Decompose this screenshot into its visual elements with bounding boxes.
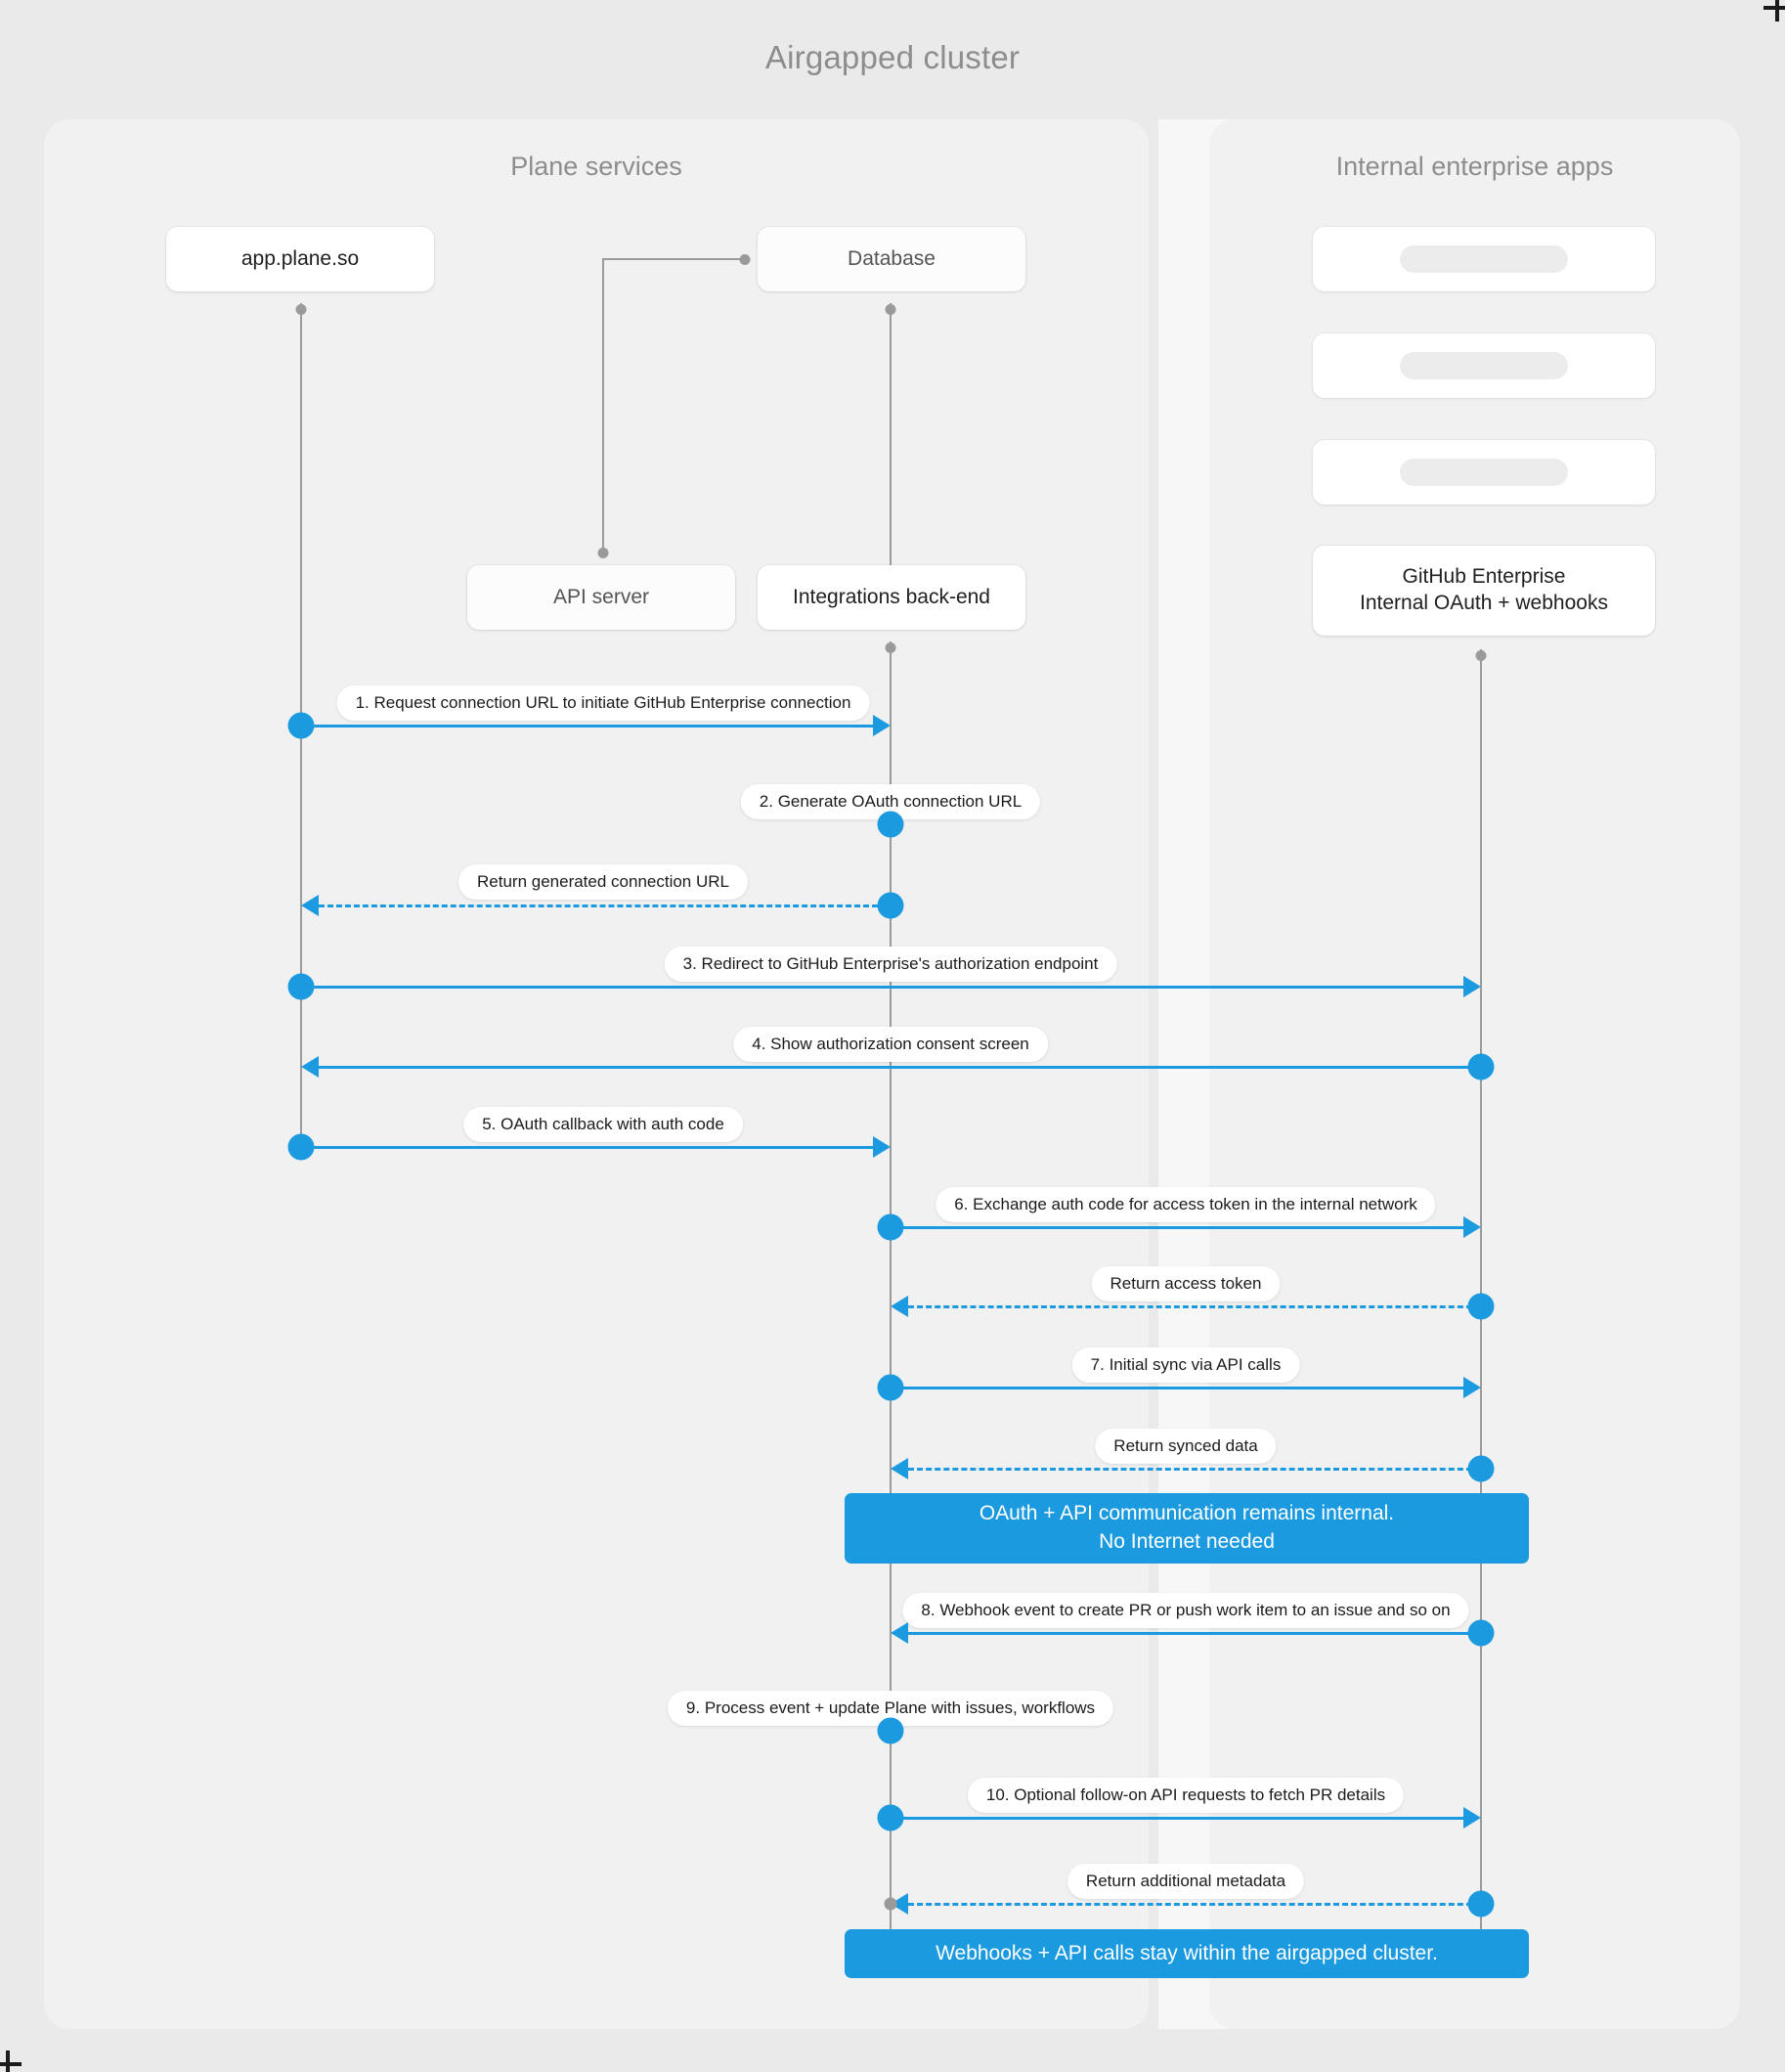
message-label-5: 4. Show authorization consent screen <box>733 1027 1048 1062</box>
node-app-plane-so[interactable]: app.plane.so <box>166 227 434 291</box>
lifeline-dot-api-server <box>597 548 609 558</box>
message-arrow-9 <box>1463 1377 1481 1398</box>
lifeline-dot-database <box>885 304 896 315</box>
message-label-1: 1. Request connection URL to initiate Gi… <box>336 685 870 721</box>
connector-database-to-api <box>602 258 604 553</box>
panel-plane-services: Plane services <box>44 119 1149 2029</box>
message-arrow-6 <box>873 1136 891 1158</box>
message-source-dot-3 <box>877 892 904 919</box>
message-arrow-13 <box>1463 1807 1481 1829</box>
message-label-10: Return synced data <box>1095 1429 1277 1464</box>
node-integrations-backend[interactable]: Integrations back-end <box>758 565 1025 630</box>
lifeline-dot-app-plane-so <box>295 304 307 315</box>
message-label-8: Return access token <box>1091 1266 1281 1301</box>
message-label-13: 10. Optional follow-on API requests to f… <box>967 1778 1405 1813</box>
node-github-enterprise[interactable]: GitHub Enterprise Internal OAuth + webho… <box>1313 546 1655 636</box>
node-api-server[interactable]: API server <box>467 565 735 630</box>
message-arrow-1 <box>873 715 891 736</box>
connector-database-top <box>602 258 742 260</box>
message-arrow-4 <box>1463 976 1481 997</box>
node-placeholder-app-2 <box>1313 333 1655 398</box>
note-oauth-internal-line1: OAuth + API communication remains intern… <box>979 1502 1395 1525</box>
crop-mark-bottom-left-h <box>0 2062 22 2066</box>
panel-plane-services-title: Plane services <box>510 152 682 181</box>
node-placeholder-app-1 <box>1313 227 1655 291</box>
message-arrow-5 <box>301 1056 319 1078</box>
message-arrow-3 <box>301 895 319 916</box>
node-database[interactable]: Database <box>758 227 1025 291</box>
message-line-5 <box>319 1066 1481 1069</box>
message-self-dot-12 <box>877 1717 904 1744</box>
note-webhooks-internal-line1: Webhooks + API calls stay within the air… <box>936 1941 1438 1964</box>
message-arrow-7 <box>1463 1216 1481 1238</box>
connector-arrow-database <box>739 254 751 265</box>
crop-mark-top-right-h <box>1763 6 1785 10</box>
message-arrow-10 <box>891 1458 908 1479</box>
lifeline-dot-integrations-backend <box>885 642 896 653</box>
message-line-3 <box>319 904 878 907</box>
message-line-6 <box>301 1146 873 1149</box>
message-line-9 <box>891 1387 1463 1389</box>
panel-internal-enterprise-apps-title: Internal enterprise apps <box>1335 152 1614 181</box>
message-label-9: 7. Initial sync via API calls <box>1071 1347 1300 1383</box>
message-label-14: Return additional metadata <box>1067 1864 1305 1899</box>
node-github-enterprise-line2: Internal OAuth + webhooks <box>1360 592 1608 614</box>
node-github-enterprise-line1: GitHub Enterprise <box>1402 565 1566 589</box>
node-placeholder-app-3 <box>1313 440 1655 505</box>
page-title: Airgapped cluster <box>764 39 1021 75</box>
message-label-11: 8. Webhook event to create PR or push wo… <box>902 1593 1469 1628</box>
crop-mark-top-right-v <box>1775 0 1779 22</box>
lifeline-database <box>890 303 892 565</box>
message-line-11 <box>908 1632 1481 1635</box>
message-line-1 <box>301 725 873 727</box>
message-label-7: 6. Exchange auth code for access token i… <box>936 1187 1436 1222</box>
message-arrow-11 <box>891 1622 908 1644</box>
crop-mark-bottom-left-v <box>6 2050 10 2072</box>
message-line-7 <box>891 1226 1463 1229</box>
message-label-6: 5. OAuth callback with auth code <box>463 1107 743 1142</box>
placeholder-bar <box>1400 352 1568 379</box>
message-line-10 <box>908 1468 1481 1471</box>
message-label-4: 3. Redirect to GitHub Enterprise's autho… <box>664 947 1117 982</box>
note-webhooks-internal: Webhooks + API calls stay within the air… <box>845 1929 1529 1978</box>
message-line-4 <box>301 986 1463 989</box>
message-target-dot-14 <box>884 1897 897 1911</box>
lifeline-dot-github-enterprise <box>1475 650 1487 661</box>
placeholder-bar <box>1400 459 1568 486</box>
message-label-3: Return generated connection URL <box>458 864 748 900</box>
message-line-8 <box>908 1305 1481 1308</box>
message-line-14 <box>908 1903 1481 1906</box>
note-oauth-internal-line2: No Internet needed <box>1099 1530 1275 1553</box>
placeholder-bar <box>1400 245 1568 273</box>
message-arrow-8 <box>891 1296 908 1317</box>
message-self-dot-2 <box>877 811 904 838</box>
note-oauth-internal: OAuth + API communication remains intern… <box>845 1493 1529 1564</box>
message-line-13 <box>891 1817 1463 1820</box>
